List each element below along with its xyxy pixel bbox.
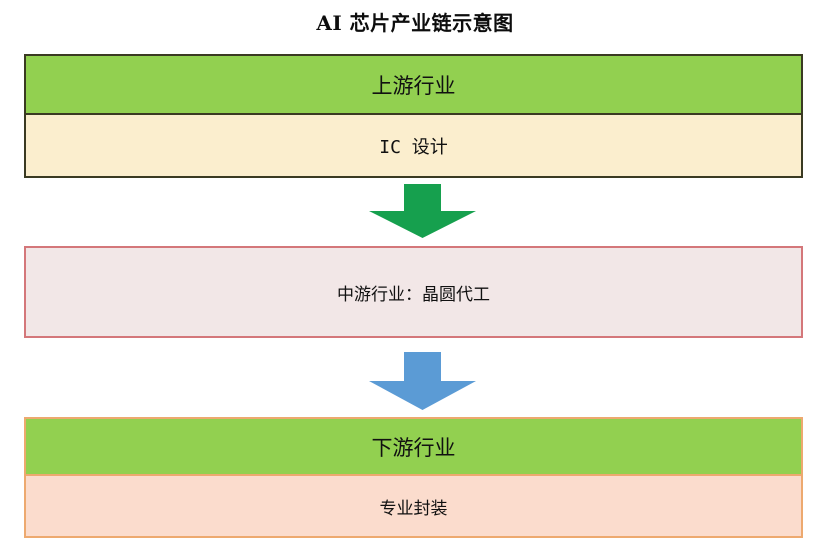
arrow-down-blue-shape bbox=[369, 352, 476, 410]
upstream-stage-box: 上游行业 IC 设计 bbox=[24, 54, 803, 178]
arrow-down-green-icon bbox=[369, 184, 476, 238]
midstream-stage-box: 中游行业：晶圆代工 bbox=[24, 246, 803, 338]
arrow-down-green-shape bbox=[369, 184, 476, 238]
upstream-body-label: IC 设计 bbox=[26, 115, 801, 176]
downstream-body-label: 专业封装 bbox=[26, 476, 801, 536]
downstream-header-label: 下游行业 bbox=[26, 419, 801, 476]
upstream-header-label: 上游行业 bbox=[26, 56, 801, 115]
midstream-body-label: 中游行业：晶圆代工 bbox=[337, 284, 490, 305]
diagram-title: AI 芯片产业链示意图 bbox=[316, 11, 514, 35]
arrow-down-blue-icon bbox=[369, 352, 476, 410]
downstream-stage-box: 下游行业 专业封装 bbox=[24, 417, 803, 538]
